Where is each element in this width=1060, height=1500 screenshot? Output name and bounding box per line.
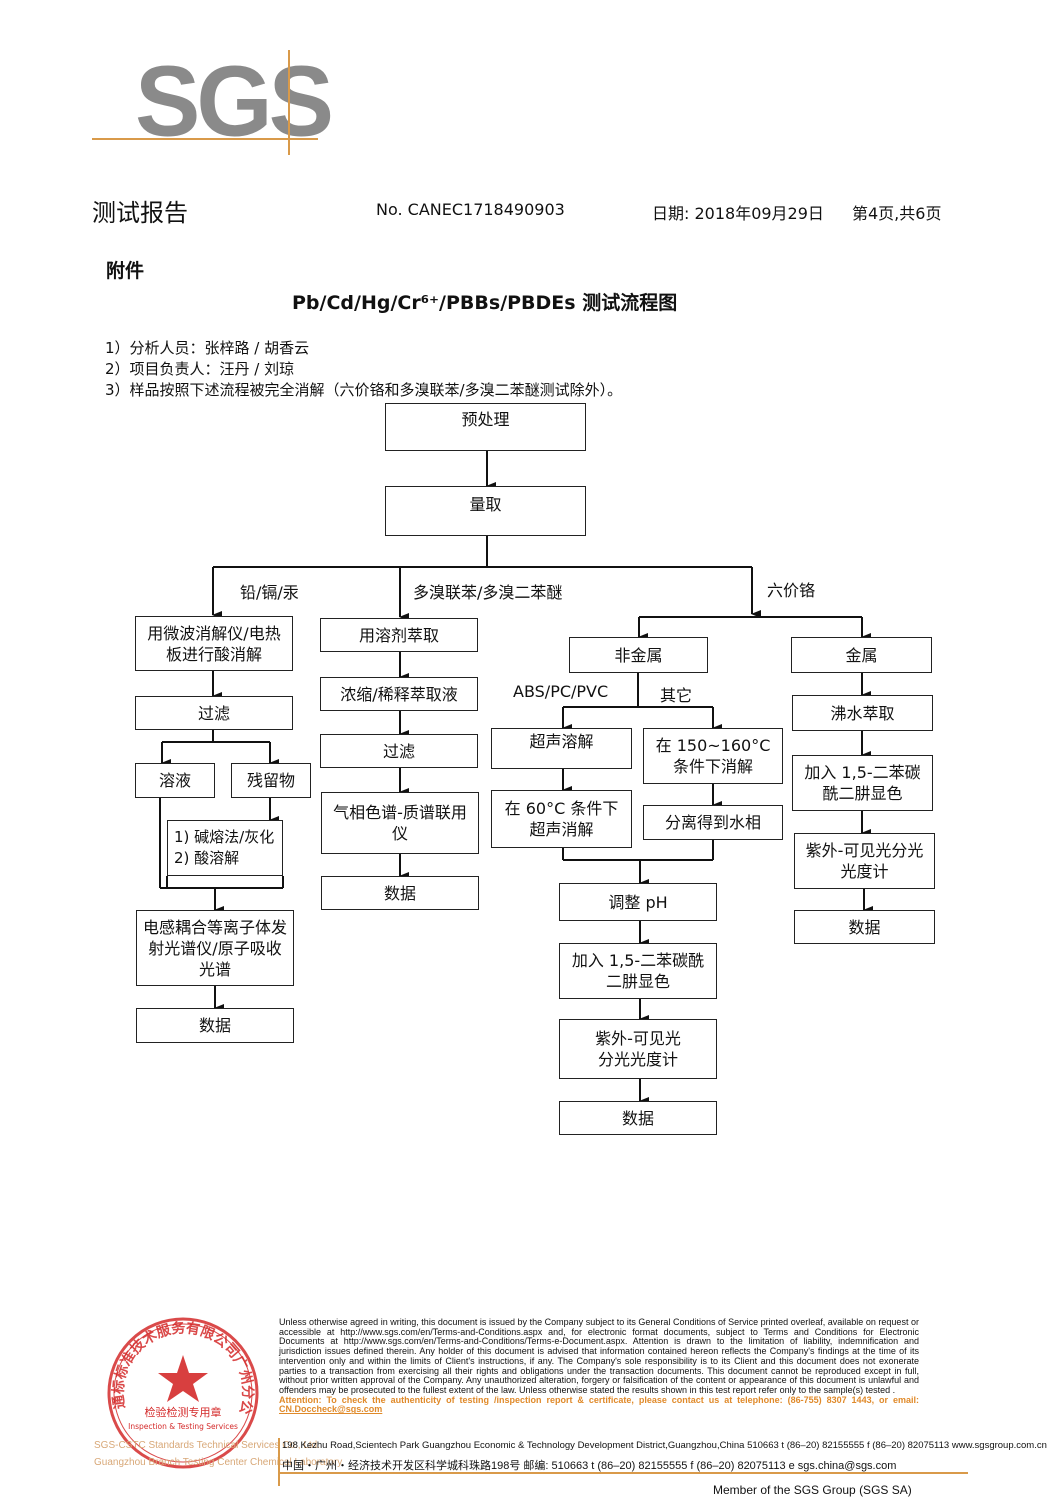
logo-rule-horizontal bbox=[92, 138, 318, 140]
node-ultrasonic: 超声溶解 bbox=[491, 728, 632, 769]
node-acid-digest: 用微波消解仪/电热板进行酸消解 bbox=[135, 616, 293, 671]
node-residue-treatment: 1) 碱熔法/灰化 2) 酸溶解 bbox=[167, 820, 283, 876]
report-date: 日期: 2018年09月29日 bbox=[652, 204, 824, 223]
residue-step-2: 2) 酸溶解 bbox=[174, 849, 240, 867]
logo-rule-vertical bbox=[288, 50, 290, 155]
note-1: 1）分析人员：张梓路 / 胡香云 bbox=[105, 339, 310, 357]
legal-disclaimer: Unless otherwise agreed in writing, this… bbox=[279, 1317, 919, 1415]
seal-center-cn: 检验检测专用章 bbox=[145, 1405, 222, 1419]
node-add-dpc: 加入 1,5-二苯碳酰二肼显色 bbox=[559, 943, 717, 999]
branch-label-pbb: 多溴联苯/多溴二苯醚 bbox=[413, 583, 563, 602]
company-seal: 通标标准技术服务有限公司广州分公司 检验检测专用章 Inspection & T… bbox=[103, 1313, 259, 1469]
node-metal-add-dpc: 加入 1,5-二苯碳酰二肼显色 bbox=[792, 755, 933, 811]
report-number: No. CANEC1718490903 bbox=[376, 200, 565, 219]
node-solvent-extract: 用溶剂萃取 bbox=[320, 618, 478, 652]
note-3: 3）样品按照下述流程被完全消解（六价铬和多溴联苯/多溴二苯醚测试除外）。 bbox=[105, 381, 623, 399]
company-branch-en: Guangzhou Branch Testing Center Chemical… bbox=[94, 1457, 343, 1468]
label-abs-pc-pvc: ABS/PC/PVC bbox=[513, 682, 609, 701]
legal-text: Unless otherwise agreed in writing, this… bbox=[279, 1317, 919, 1395]
seal-center-en: Inspection & Testing Services bbox=[128, 1422, 238, 1431]
flowchart-title: Pb/Cd/Hg/Cr⁶⁺/PBBs/PBDEs 测试流程图 bbox=[292, 292, 678, 314]
footer-rule-vertical bbox=[278, 1438, 280, 1486]
page-indicator: 第4页,共6页 bbox=[852, 204, 942, 223]
company-name-en: SGS-CSTC Standards Technical Services Co… bbox=[94, 1440, 321, 1451]
node-residue: 残留物 bbox=[231, 763, 311, 798]
node-metal-data: 数据 bbox=[794, 910, 935, 944]
label-other: 其它 bbox=[660, 686, 693, 705]
node-solution: 溶液 bbox=[135, 763, 215, 798]
node-metals-filter: 过滤 bbox=[135, 696, 293, 730]
svg-text:通标标准技术服务有限公司广州分公司: 通标标准技术服务有限公司广州分公司 bbox=[103, 1313, 255, 1416]
node-pretreat: 预处理 bbox=[385, 403, 586, 451]
residue-step-1: 1) 碱熔法/灰化 bbox=[174, 828, 275, 846]
node-pbb-filter: 过滤 bbox=[320, 734, 478, 768]
node-measure: 量取 bbox=[385, 486, 586, 536]
node-metal: 金属 bbox=[791, 637, 932, 673]
section-heading: 附件 bbox=[106, 260, 145, 282]
node-separate: 分离得到水相 bbox=[643, 805, 783, 840]
address-english: 198 Kezhu Road,Scientech Park Guangzhou … bbox=[282, 1440, 1047, 1451]
address-chinese: 中国・广州・经济技术开发区科学城科珠路198号 邮编: 510663 t (86… bbox=[282, 1460, 897, 1472]
report-title: 测试报告 bbox=[92, 199, 188, 227]
authenticity-notice: Attention: To check the authenticity of … bbox=[279, 1394, 919, 1405]
branch-label-metals: 铅/镉/汞 bbox=[240, 583, 299, 602]
node-metal-uvvis: 紫外-可见光分光光度计 bbox=[794, 833, 935, 889]
seal-ring-text: 通标标准技术服务有限公司广州分公司 bbox=[103, 1313, 255, 1416]
node-boil-extract: 沸水萃取 bbox=[792, 695, 933, 731]
flowchart-connectors bbox=[159, 451, 873, 1105]
node-gcms: 气相色谱-质谱联用仪 bbox=[321, 792, 479, 854]
node-digest-150: 在 150~160°C 条件下消解 bbox=[643, 728, 783, 784]
node-icp: 电感耦合等离子体发射光谱仪/原子吸收光谱 bbox=[136, 910, 294, 986]
footer-rule-horizontal bbox=[278, 1472, 968, 1474]
node-uvvis: 紫外-可见光分光光度计 bbox=[559, 1019, 717, 1079]
node-nonmetal: 非金属 bbox=[569, 637, 708, 673]
node-pbb-data: 数据 bbox=[321, 876, 479, 910]
node-metals-data: 数据 bbox=[136, 1008, 294, 1043]
branch-label-cr6: 六价铬 bbox=[767, 581, 816, 600]
note-2: 2）项目负责人：汪丹 / 刘琼 bbox=[105, 360, 295, 378]
seal-star-icon bbox=[158, 1355, 208, 1402]
sgs-logo: SGS bbox=[135, 44, 334, 158]
node-ultrasonic-60: 在 60°C 条件下超声消解 bbox=[491, 790, 632, 848]
doccheck-email-link[interactable]: CN.Doccheck@sgs.com bbox=[279, 1404, 383, 1415]
sgs-group-member: Member of the SGS Group (SGS SA) bbox=[713, 1483, 912, 1497]
node-concentrate: 浓缩/稀释萃取液 bbox=[320, 677, 478, 711]
node-cr6-data: 数据 bbox=[559, 1101, 717, 1135]
node-adjust-ph: 调整 pH bbox=[559, 883, 717, 921]
